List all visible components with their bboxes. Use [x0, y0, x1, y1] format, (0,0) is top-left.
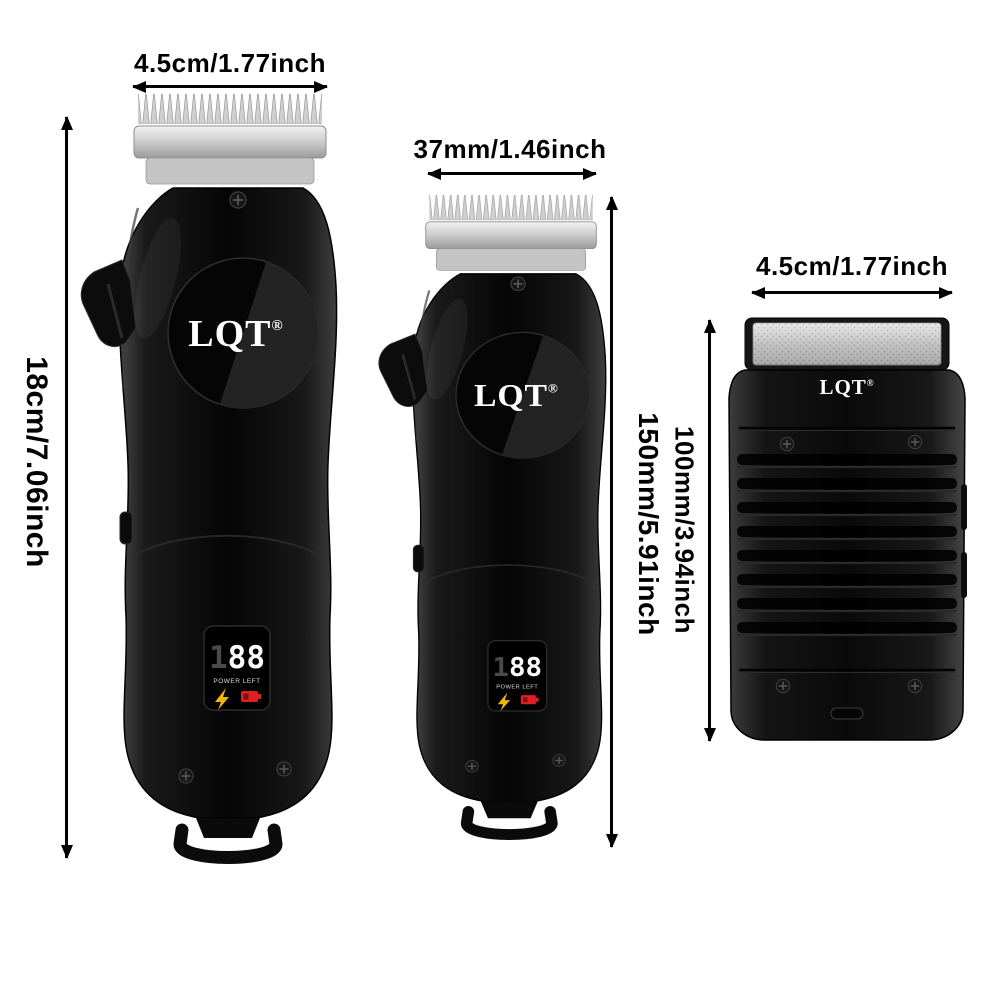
clipper-large: [78, 88, 338, 870]
dimension-arrow-clipper-medium-width: [428, 172, 596, 175]
shaver: [727, 314, 967, 744]
clipper-medium: [376, 190, 607, 845]
dimension-label-clipper-medium-width: 37mm/1.46inch: [413, 134, 607, 164]
dimension-label-clipper-large-width: 4.5cm/1.77inch: [134, 48, 326, 78]
dimension-arrow-shaver-height: [708, 320, 711, 741]
dimension-arrow-clipper-medium-height: [610, 197, 613, 847]
dimension-arrow-shaver-width: [752, 291, 952, 294]
dimension-arrow-clipper-large-height: [65, 117, 68, 858]
dimension-label-shaver-width: 4.5cm/1.77inch: [756, 251, 948, 281]
dimension-label-clipper-medium-height: 150mm/5.91inch: [633, 412, 664, 636]
dimension-label-shaver-height: 100mm/3.94inch: [669, 426, 700, 634]
dimension-label-clipper-large-height: 18cm/7.06inch: [20, 356, 53, 568]
dimension-arrow-clipper-large-width: [133, 85, 327, 88]
